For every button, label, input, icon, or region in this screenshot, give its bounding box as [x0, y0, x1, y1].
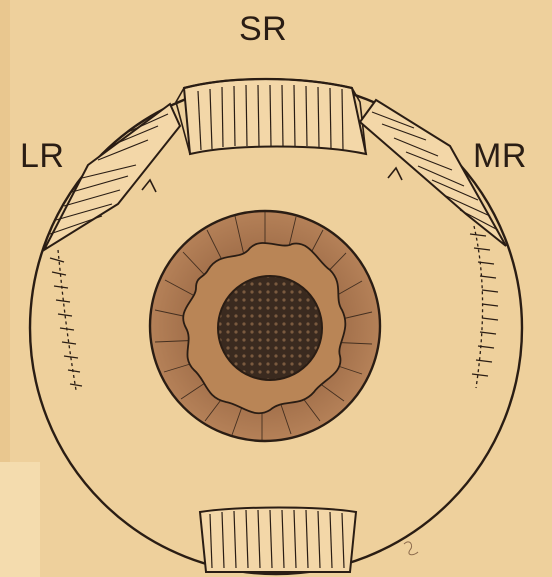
left-hatch-marks — [50, 250, 82, 390]
medial-rectus-label: MR — [473, 139, 527, 173]
lr-tendon — [44, 104, 180, 250]
right-hatch-marks — [470, 226, 498, 388]
lateral-rectus-label: LR — [20, 139, 64, 173]
superior-rectus-label: SR — [239, 12, 287, 46]
scribble-mark — [404, 542, 418, 555]
ir-tendon — [200, 508, 356, 573]
sr-tendon — [176, 79, 366, 154]
pupil — [218, 276, 322, 380]
